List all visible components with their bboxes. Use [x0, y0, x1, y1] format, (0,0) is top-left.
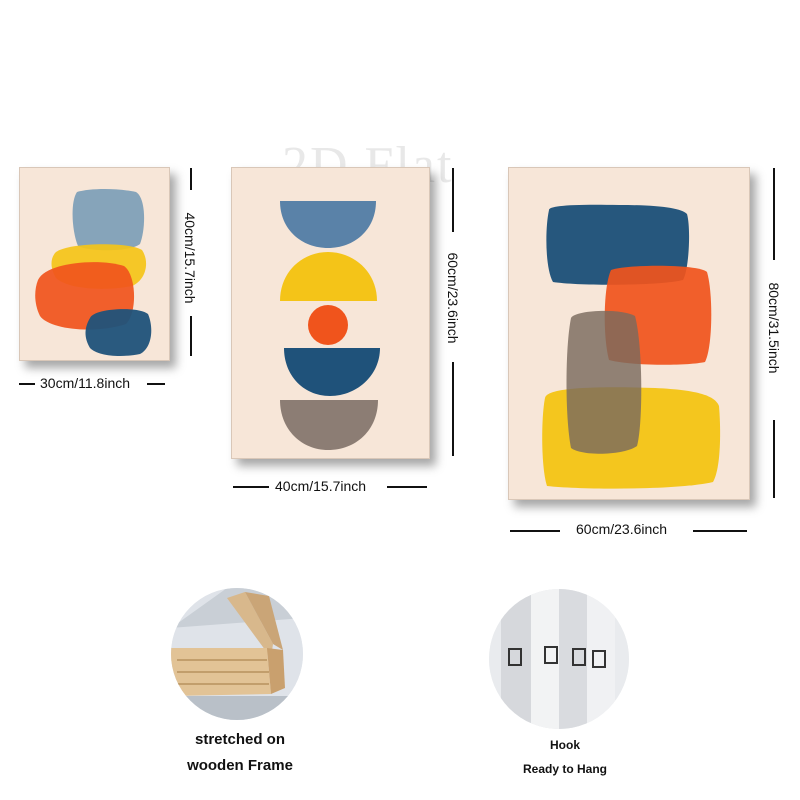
- width-line-right: [693, 530, 747, 532]
- panel1-height-label: 40cm/15.7inch: [182, 212, 198, 304]
- width-line-right: [387, 486, 427, 488]
- panel2-width-label: 40cm/15.7inch: [275, 478, 367, 494]
- width-line-right: [147, 383, 165, 385]
- hook-caption-line1: Hook: [550, 738, 580, 752]
- wooden-frame-photo: [171, 588, 303, 720]
- panel3-width-label: 60cm/23.6inch: [576, 521, 668, 537]
- height-line-top: [773, 168, 775, 260]
- abstract-art-medium: [280, 201, 380, 450]
- height-line-bottom: [773, 420, 775, 498]
- height-line-bottom: [190, 316, 192, 356]
- height-line-top: [190, 168, 192, 190]
- panel3-height-label: 80cm/31.5inch: [766, 282, 782, 374]
- height-line-bottom: [452, 362, 454, 456]
- canvas-panel-small: [19, 167, 170, 361]
- width-line-left: [233, 486, 269, 488]
- canvas-panel-medium: [231, 167, 430, 459]
- canvas-panel-large: [508, 167, 750, 500]
- hook-caption-line2: Ready to Hang: [522, 762, 607, 776]
- width-line-left: [19, 383, 35, 385]
- panel2-height-label: 60cm/23.6inch: [445, 252, 461, 344]
- width-line-left: [510, 530, 560, 532]
- abstract-art-small: [35, 189, 152, 356]
- frame-caption-line2: wooden Frame: [187, 757, 293, 774]
- abstract-art-large: [542, 204, 721, 489]
- frame-caption-line1: stretched on: [194, 731, 285, 748]
- hook-photo: [489, 589, 629, 729]
- height-line-top: [452, 168, 454, 232]
- panel1-width-label: 30cm/11.8inch: [40, 375, 131, 391]
